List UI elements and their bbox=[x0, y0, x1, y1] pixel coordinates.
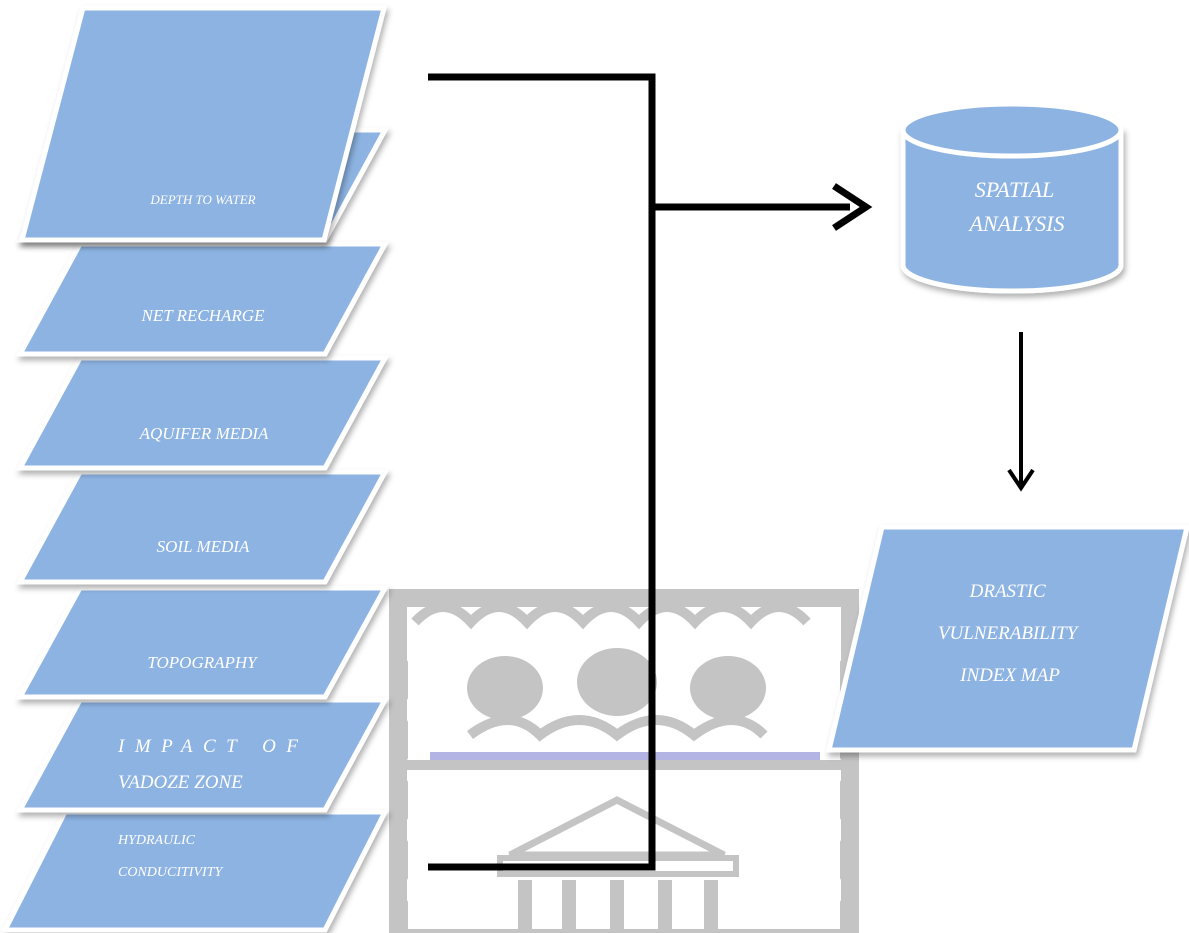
layer-label: NET RECHARGE bbox=[141, 306, 266, 325]
output-label-line: INDEX MAP bbox=[959, 665, 1060, 686]
connector-lines bbox=[428, 73, 1035, 871]
process-label: SPATIAL ANALYSIS bbox=[968, 177, 1065, 236]
output-label-line: DRASTIC bbox=[969, 581, 1046, 602]
output-label: DRASTIC VULNERABILITY INDEX MAP bbox=[938, 581, 1082, 686]
process-label-line: ANALYSIS bbox=[968, 211, 1065, 236]
layer-label-line: VADOZE ZONE bbox=[118, 772, 243, 793]
soil-media-layer: SOIL MEDIA bbox=[15, 469, 390, 585]
hydraulic-conductivity-layer: HYDRAULIC CONDUCITIVITY bbox=[0, 809, 390, 933]
topography-layer: TOPOGRAPHY bbox=[15, 585, 390, 700]
impact-of-vadoze-zone-layer: IMPACT OF VADOZE ZONE bbox=[15, 697, 390, 813]
layer-label: SOIL MEDIA bbox=[157, 537, 250, 556]
database-cylinder-icon bbox=[900, 101, 1124, 294]
arrow-head-icon bbox=[1007, 468, 1035, 492]
arrow-head-icon bbox=[832, 183, 873, 231]
layer-label: TOPOGRAPHY bbox=[147, 653, 258, 672]
process-label-line: SPATIAL bbox=[975, 177, 1054, 202]
layer-label-line: IMPACT OF bbox=[117, 736, 298, 757]
layer-label-line: CONDUCITIVITY bbox=[118, 865, 224, 880]
layer-label-line: HYDRAULIC bbox=[117, 833, 196, 848]
drastic-vulnerability-index-map-node: DRASTIC VULNERABILITY INDEX MAP bbox=[825, 524, 1189, 753]
spatial-analysis-node: SPATIAL ANALYSIS bbox=[900, 101, 1124, 294]
net-recharge-layer: NET RECHARGE bbox=[15, 241, 390, 357]
university-crest-icon bbox=[389, 589, 859, 933]
output-label-line: VULNERABILITY bbox=[938, 623, 1080, 644]
layer-label: HYDRAULIC CONDUCITIVITY bbox=[117, 833, 224, 880]
factor-layer-stack: HYDRAULIC CONDUCITIVITY IMPACT OF VADOZE… bbox=[0, 5, 390, 933]
depth-to-water-layer: DEPTH TO WATER bbox=[18, 5, 388, 243]
layer-label: AQUIFER MEDIA bbox=[139, 424, 269, 443]
bracket-connector bbox=[428, 73, 656, 871]
aquifer-media-layer: AQUIFER MEDIA bbox=[15, 355, 390, 471]
layer-label: DEPTH TO WATER bbox=[149, 192, 255, 207]
